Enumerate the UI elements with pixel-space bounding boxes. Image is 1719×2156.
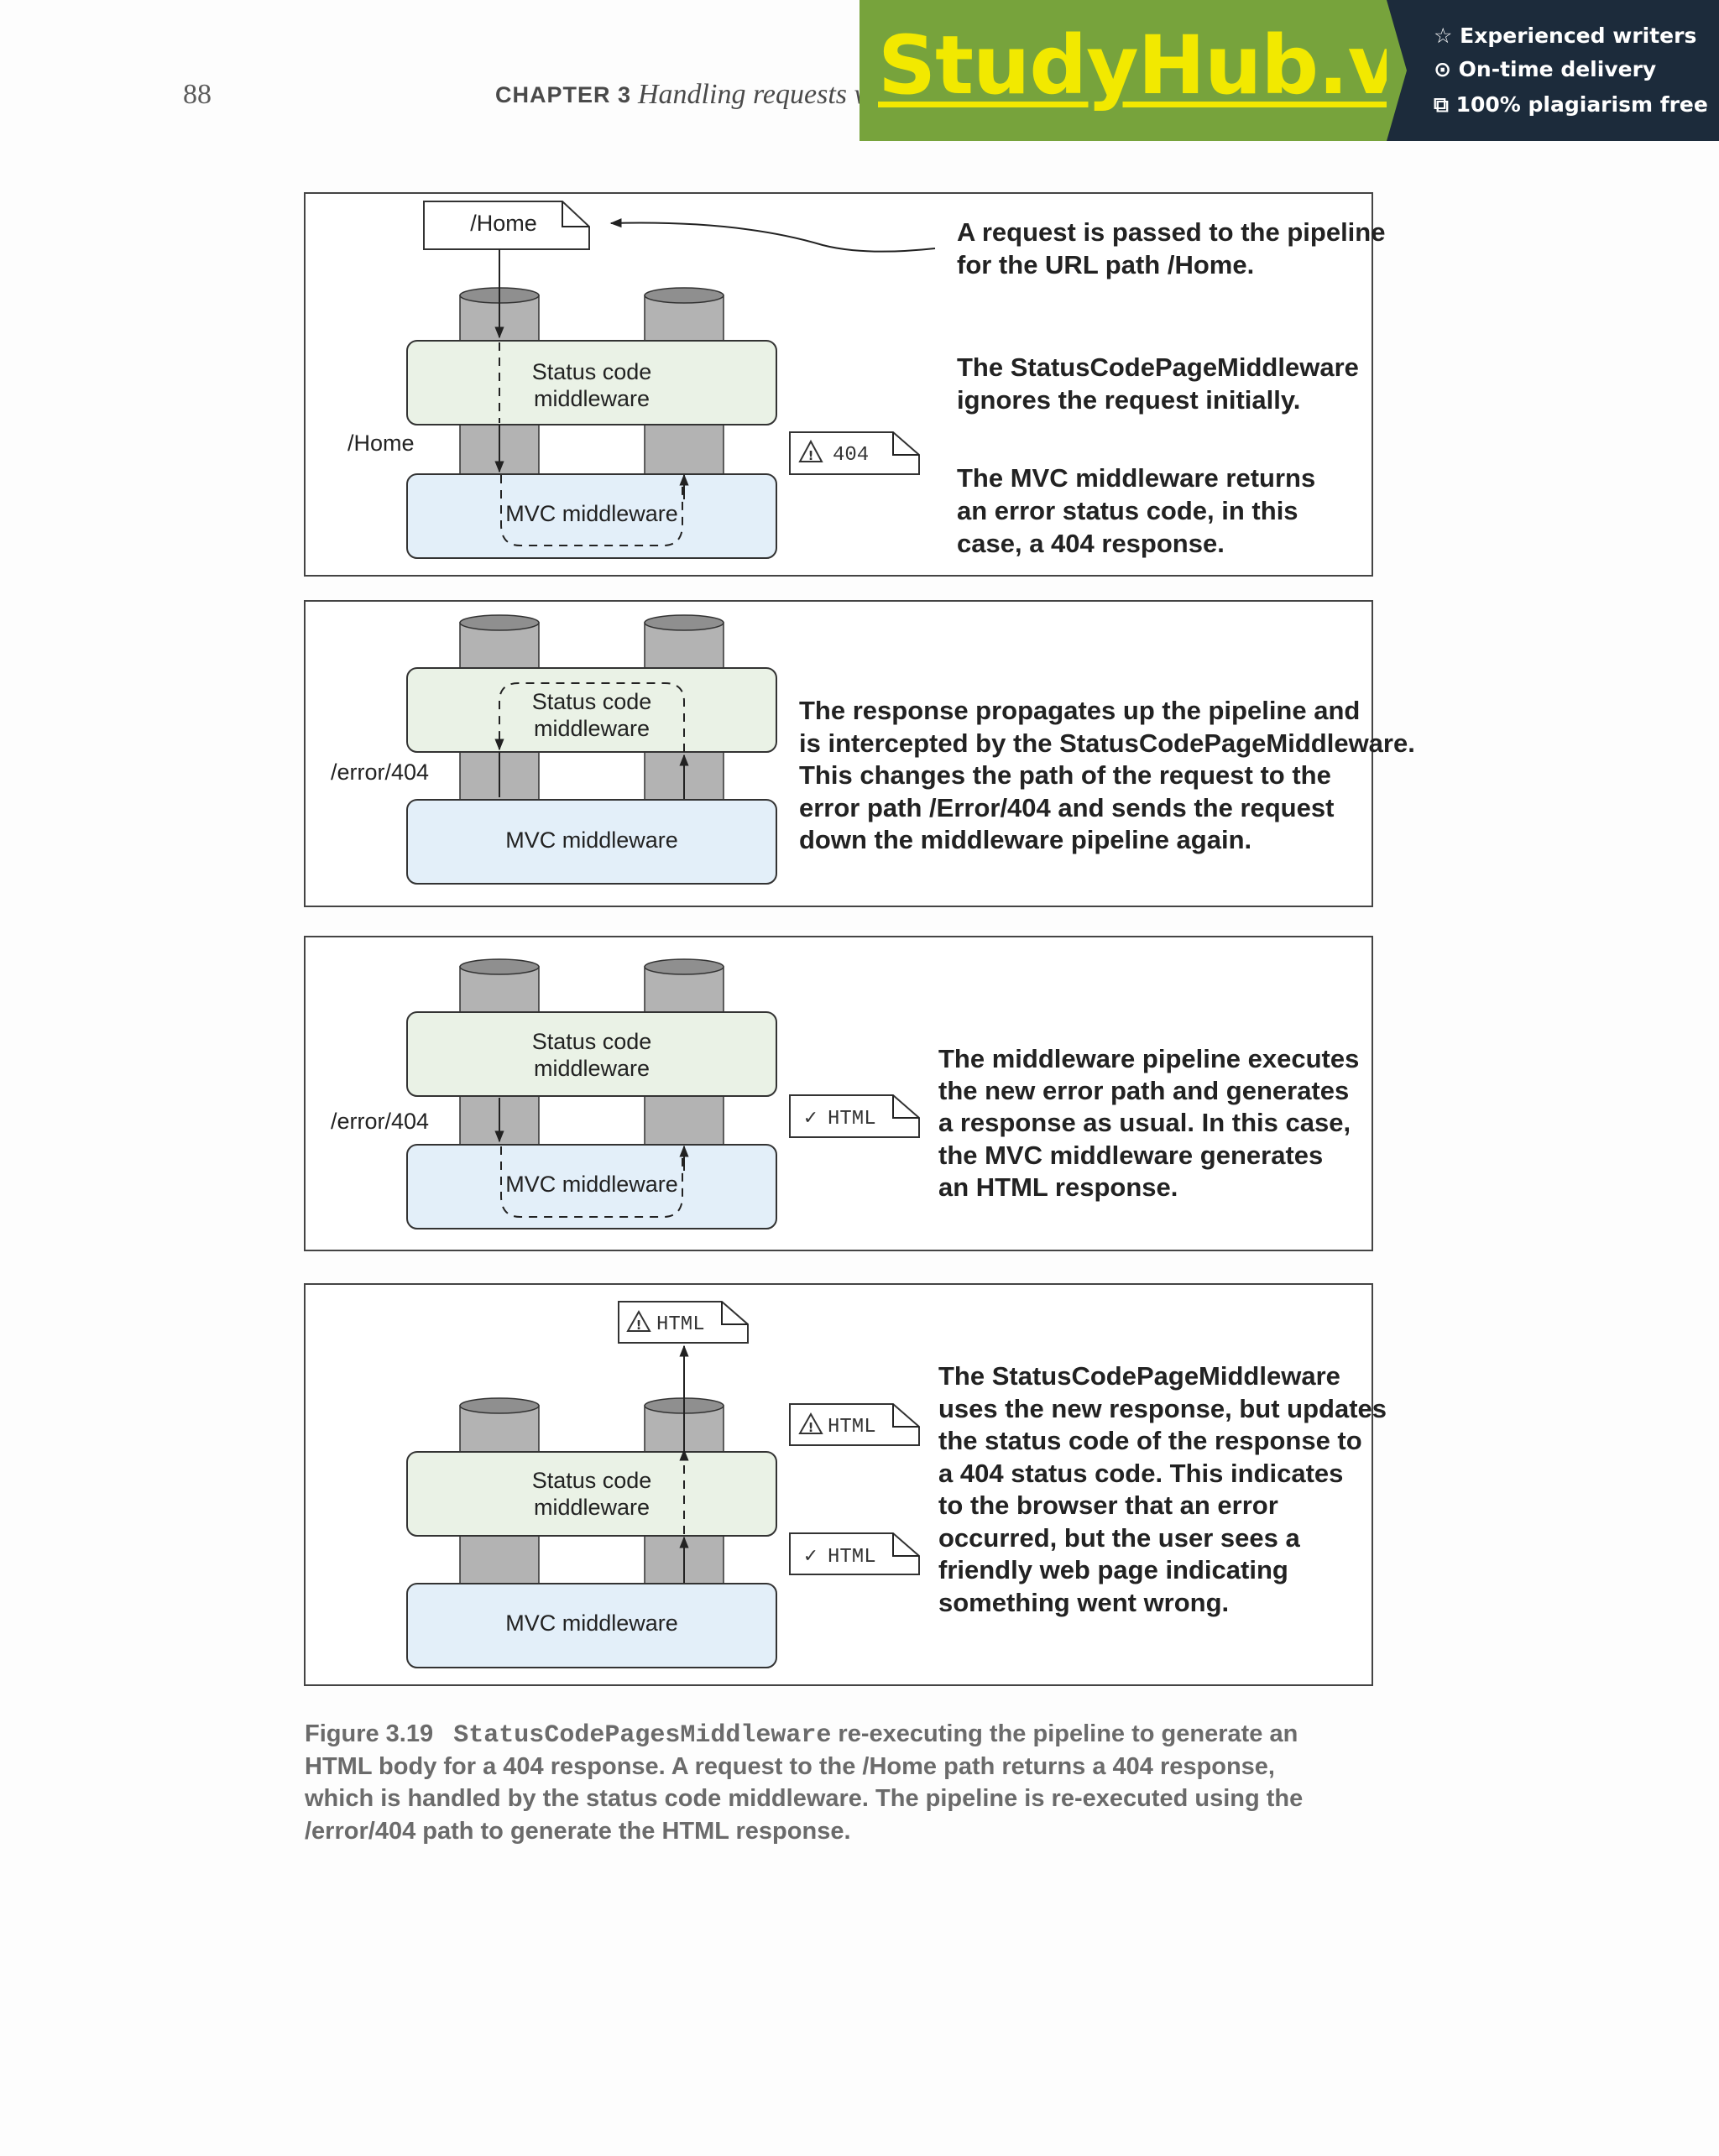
response-type-label: HTML bbox=[828, 1108, 876, 1130]
clock-icon: ⊙ bbox=[1434, 57, 1451, 81]
response-type-label: HTML bbox=[656, 1313, 705, 1336]
callout-text: friendly web page indicating bbox=[938, 1555, 1288, 1584]
callout-text: A request is passed to the pipeline bbox=[957, 217, 1385, 247]
final-response-document: ! bbox=[618, 1301, 749, 1344]
figure-label: Figure 3.19 bbox=[305, 1720, 434, 1747]
mvc-middleware-label: MVC middleware bbox=[505, 501, 678, 526]
status-code-label: middleware bbox=[534, 716, 650, 741]
banner-feature-delivery: ⊙ On-time delivery bbox=[1434, 57, 1657, 81]
svg-text:!: ! bbox=[808, 1420, 814, 1435]
callout-text: case, a 404 response. bbox=[957, 529, 1225, 558]
intercept-loop-path bbox=[499, 682, 685, 752]
response-type-label: HTML bbox=[828, 1546, 876, 1569]
response-document-html-ok: ✓ bbox=[789, 1532, 920, 1575]
callout-text: error path /Error/404 and sends the requ… bbox=[799, 793, 1334, 822]
callout-text: a response as usual. In this case, bbox=[938, 1108, 1351, 1137]
warning-icon bbox=[798, 1412, 823, 1434]
svg-text:!: ! bbox=[808, 448, 814, 463]
callout-text: the MVC middleware generates bbox=[938, 1141, 1323, 1170]
callout-text: The middleware pipeline executes bbox=[938, 1044, 1359, 1073]
banner-feature-experienced: ☆ Experienced writers bbox=[1434, 23, 1697, 48]
status-code-middleware-box bbox=[406, 1451, 777, 1537]
ad-banner-features-panel bbox=[1387, 0, 1719, 141]
status-code-middleware-box bbox=[406, 1011, 777, 1097]
callout-text: The response propagates up the pipeline … bbox=[799, 696, 1360, 725]
page-number: 88 bbox=[183, 79, 212, 110]
callout-text: This changes the path of the request to … bbox=[799, 760, 1331, 790]
callout-text: the new error path and generates bbox=[938, 1076, 1349, 1105]
caption-code: StatusCodePagesMiddleware bbox=[453, 1721, 832, 1750]
warning-icon bbox=[798, 439, 823, 462]
status-code-label: Status code bbox=[532, 359, 652, 384]
status-code-label: Status code bbox=[532, 1468, 652, 1493]
callout-text: for the URL path /Home. bbox=[957, 250, 1254, 279]
mvc-loop-path bbox=[500, 1146, 683, 1218]
response-document-html-warning: ! bbox=[789, 1403, 920, 1446]
checkmark-icon: ✓ bbox=[803, 1546, 818, 1567]
callout-text: a 404 status code. This indicates bbox=[938, 1459, 1343, 1488]
banner-arrow-shape bbox=[1387, 0, 1407, 141]
callout-text: an error status code, in this bbox=[957, 496, 1298, 525]
status-code-label: Status code bbox=[532, 689, 652, 714]
callout-text: an HTML response. bbox=[938, 1172, 1178, 1202]
checkmark-icon: ✓ bbox=[803, 1108, 818, 1129]
path-label-error: /error/404 bbox=[331, 1109, 429, 1134]
status-code-label: Status code bbox=[532, 1029, 652, 1054]
studyhub-logo[interactable]: StudyHub.vip bbox=[878, 18, 1484, 112]
star-icon: ☆ bbox=[1434, 23, 1453, 48]
callout-text: the status code of the response to bbox=[938, 1426, 1362, 1455]
callout-text: ignores the request initially. bbox=[957, 385, 1300, 415]
chapter-title: Handling requests w bbox=[638, 79, 874, 110]
mvc-middleware-label: MVC middleware bbox=[505, 827, 678, 853]
callout-leader-line bbox=[609, 218, 936, 253]
svg-text:!: ! bbox=[636, 1318, 642, 1333]
mvc-middleware-box bbox=[406, 799, 777, 885]
callout-text: The StatusCodePageMiddleware bbox=[957, 352, 1359, 382]
mvc-middleware-label: MVC middleware bbox=[505, 1610, 678, 1636]
callout-text: to the browser that an error bbox=[938, 1490, 1278, 1520]
mvc-loop-path bbox=[500, 475, 683, 546]
warning-icon bbox=[626, 1309, 651, 1332]
figure-caption: Figure 3.19 StatusCodePagesMiddleware re… bbox=[305, 1720, 1298, 1750]
response-status-label: 404 bbox=[833, 444, 869, 467]
caption-text: which is handled by the status code midd… bbox=[305, 1785, 1304, 1812]
callout-text: down the middleware pipeline again. bbox=[799, 825, 1251, 854]
request-document-home bbox=[423, 201, 590, 250]
callout-text: The MVC middleware returns bbox=[957, 463, 1315, 493]
callout-text: something went wrong. bbox=[938, 1588, 1229, 1617]
mvc-middleware-box bbox=[406, 1583, 777, 1668]
callout-text: is intercepted by the StatusCodePageMidd… bbox=[799, 728, 1415, 758]
caption-text: /error/404 path to generate the HTML res… bbox=[305, 1818, 851, 1845]
response-document-html-ok: ✓ bbox=[789, 1094, 920, 1138]
mvc-middleware-label: MVC middleware bbox=[505, 1172, 678, 1197]
document-copy-icon: ⧉ bbox=[1434, 92, 1449, 117]
chapter-label: CHAPTER 3 bbox=[495, 82, 632, 107]
response-document-404: ! bbox=[789, 431, 920, 475]
status-code-label: middleware bbox=[534, 1495, 650, 1520]
request-path-label: /Home bbox=[470, 211, 537, 236]
banner-feature-plagiarism: ⧉ 100% plagiarism free bbox=[1434, 92, 1708, 117]
caption-text: HTML body for a 404 response. A request … bbox=[305, 1753, 1275, 1780]
status-code-label: middleware bbox=[534, 1056, 650, 1081]
callout-text: uses the new response, but updates bbox=[938, 1394, 1387, 1423]
callout-text: occurred, but the user sees a bbox=[938, 1523, 1300, 1553]
response-type-label: HTML bbox=[828, 1416, 876, 1438]
callout-text: The StatusCodePageMiddleware bbox=[938, 1361, 1340, 1391]
caption-text: re-executing the pipeline to generate an bbox=[831, 1720, 1298, 1747]
path-label-home: /Home bbox=[347, 431, 415, 456]
path-label-error: /error/404 bbox=[331, 760, 429, 785]
status-code-label: middleware bbox=[534, 386, 650, 411]
